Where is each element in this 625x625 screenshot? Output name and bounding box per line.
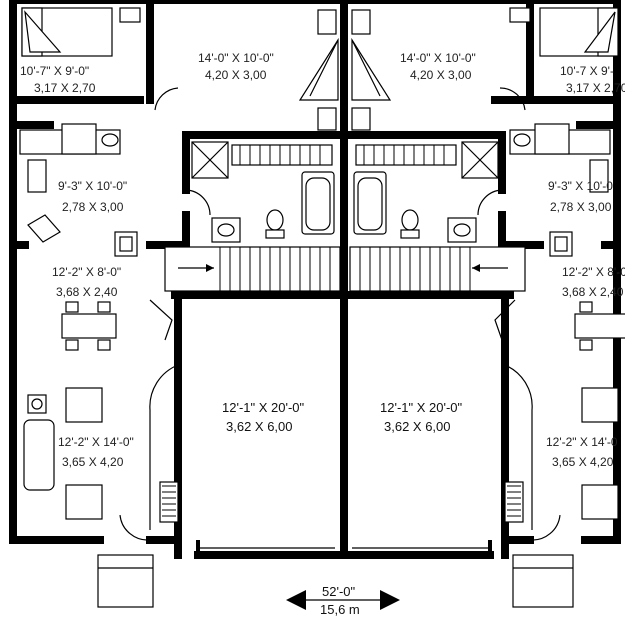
living-right-metric: 3,65 X 4,20 [552,455,614,469]
master-left-metric: 4,20 X 3,00 [205,68,267,82]
living-left-imperial: 12'-2" X 14'-0" [58,435,134,449]
overall-metric: 15,6 m [320,602,360,617]
dining-right-imperial: 12'-2" X 8'-0 [562,265,625,279]
dining-right-metric: 3,68 X 2,40 [562,285,624,299]
kitchens [19,123,611,257]
overall-imperial: 52'-0" [322,584,356,599]
kitchen-left-metric: 2,78 X 3,00 [62,200,124,214]
room-labels: 10'-7" X 9'-0" 3,17 X 2,70 14'-0" X 10'-… [20,51,625,469]
bathrooms [191,141,499,243]
front-steps [97,554,574,608]
garage-right-metric: 3,62 X 6,00 [384,419,451,434]
dining-left-metric: 3,68 X 2,40 [56,285,118,299]
kitchen-left-imperial: 9'-3" X 10'-0" [58,179,127,193]
living [23,387,619,520]
master-right-imperial: 14'-0" X 10'-0" [400,51,476,65]
dining-left-imperial: 12'-2" X 8'-0" [52,265,121,279]
garage-left-imperial: 12'-1" X 20'-0" [222,400,305,415]
door-swings [119,87,561,541]
master-left-imperial: 14'-0" X 10'-0" [198,51,274,65]
dining [61,301,625,351]
arrow-left-icon [286,590,306,610]
bed-left-metric: 3,17 X 2,70 [34,81,96,95]
bed-right [509,7,619,57]
bed-right-metric: 3,17 X 2,70 [566,81,625,95]
bed-right-imperial: 10'-7 X 9'- [560,64,614,78]
garage-door-frames [196,540,492,558]
entry-closets [159,481,524,523]
kitchen-right-imperial: 9'-3" X 10'-0 [548,179,613,193]
stairs [164,246,526,292]
living-right-imperial: 12'-2" X 14'-0 [546,435,618,449]
garage-left-metric: 3,62 X 6,00 [226,419,293,434]
bed-left-imperial: 10'-7" X 9'-0" [20,64,89,78]
master-right-metric: 4,20 X 3,00 [410,68,472,82]
garage-right-imperial: 12'-1" X 20'-0" [380,400,463,415]
overall-dimension: 52'-0" 15,6 m [286,584,400,617]
kitchen-right-metric: 2,78 X 3,00 [550,200,612,214]
master-closets [298,9,392,131]
living-left-metric: 3,65 X 4,20 [62,455,124,469]
arrow-right-icon [380,590,400,610]
walls [9,0,621,559]
bed-left [21,7,141,57]
